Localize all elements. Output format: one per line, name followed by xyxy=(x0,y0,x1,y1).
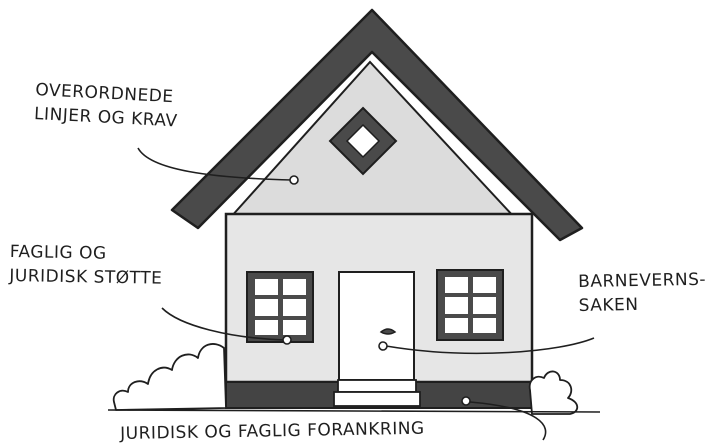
door-step-lower xyxy=(333,391,421,407)
roof xyxy=(170,8,584,242)
label-barnevernssaken-line1: BARNEVERNS- xyxy=(578,269,707,292)
leader-line-forankring xyxy=(469,401,547,441)
ground-line xyxy=(107,409,601,413)
attic-window-pane xyxy=(345,123,381,159)
leader-dot-faglig-stotte xyxy=(282,335,292,345)
door-handle xyxy=(379,328,397,335)
leader-dot-forankring xyxy=(461,396,471,406)
left-window xyxy=(246,271,314,343)
label-faglig-juridisk-stotte: FAGLIG OG JURIDISK STØTTE xyxy=(9,240,163,291)
leader-line-overordnede xyxy=(137,147,293,181)
right-bush xyxy=(528,370,579,415)
leader-dot-overordnede xyxy=(289,175,299,185)
leader-dot-barnevernssaken xyxy=(378,341,388,351)
label-barnevernssaken: BARNEVERNS- SAKEN xyxy=(578,268,707,318)
label-faglig-line1: FAGLIG OG xyxy=(9,241,107,264)
left-bush xyxy=(112,343,227,411)
leader-line-faglig-stotte xyxy=(161,307,285,341)
label-overordnede-linjer: OVERORDNEDE LINJER OG KRAV xyxy=(33,78,179,133)
right-window xyxy=(436,269,504,341)
leader-line-barnevernssaken xyxy=(385,337,595,355)
front-door xyxy=(338,271,415,381)
label-barnevernssaken-line2: SAKEN xyxy=(578,294,639,316)
label-faglig-line2: JURIDISK STØTTE xyxy=(9,265,163,289)
door-step-upper xyxy=(337,379,417,393)
